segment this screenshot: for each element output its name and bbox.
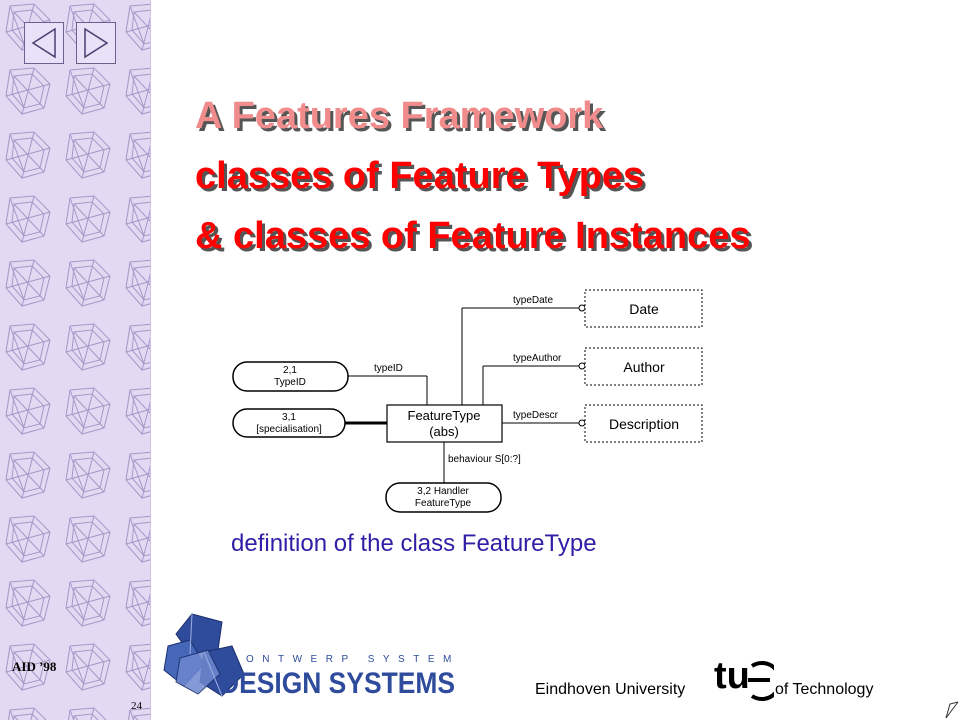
diagram-caption: definition of the class FeatureType [231,530,597,557]
specialisation-node [232,408,346,438]
title-line-2: classes of Feature Types [195,155,645,197]
description-box-label: Description [609,416,679,432]
tue-logo-text: tu [714,655,750,697]
featuretype-box-line2: (abs) [429,424,459,439]
edge-label-typedescr: typeDescr [513,410,559,421]
sidebar-pattern [0,0,150,720]
typeid-node-line2: TypeID [274,377,306,388]
brand-top-text: ONTWERP SYSTEMEN [246,654,460,665]
date-box-label: Date [629,301,659,317]
university-name-left: Eindhoven University [535,681,686,698]
author-box [584,347,703,386]
crystal-icon [163,613,245,697]
featuretype-box [386,404,503,443]
featuretype-box-line1: FeatureType [408,408,481,423]
pointer-arrow-icon [945,701,959,719]
handler-node-line1: 3,2 Handler [417,486,469,497]
specialisation-node-line1: 3,1 [282,412,296,423]
edge-label-typeid: typeID [374,363,403,374]
previous-slide-button[interactable] [24,22,64,64]
brand-main-text: DESIGN SYSTEMS [220,667,455,700]
typeid-node [232,361,349,392]
conference-label: AID ’98 [12,659,57,674]
next-slide-button[interactable] [76,22,116,64]
title-line-3: & classes of Feature Instances [195,215,751,257]
title-line-1: A Features Framework [195,95,604,137]
date-box [584,289,703,328]
slide-title: A Features Framework classes of Feature … [195,86,935,266]
handler-node-line2: FeatureType [415,498,472,509]
design-systems-logo: ONTWERP SYSTEMEN DESIGN SYSTEMS [163,613,460,700]
page-number: 24 [131,700,142,712]
specialisation-node-line2: [specialisation] [256,424,322,435]
triangle-right-icon [84,27,109,59]
sidebar [0,0,151,720]
university-name-right: of Technology [775,681,874,698]
edge-label-behaviour: behaviour S[0:?] [448,454,521,465]
triangle-left-icon [31,27,56,59]
tue-logo: tu [714,655,774,701]
typeid-node-line1: 2,1 [283,365,297,376]
handler-node [385,482,502,513]
description-box [584,404,703,443]
edge-label-typeauthor: typeAuthor [513,353,562,364]
featuretype-diagram: typeID typeDate typeAuthor typeDescr beh… [232,289,703,513]
edge-label-typedate: typeDate [513,295,553,306]
author-box-label: Author [623,359,665,375]
